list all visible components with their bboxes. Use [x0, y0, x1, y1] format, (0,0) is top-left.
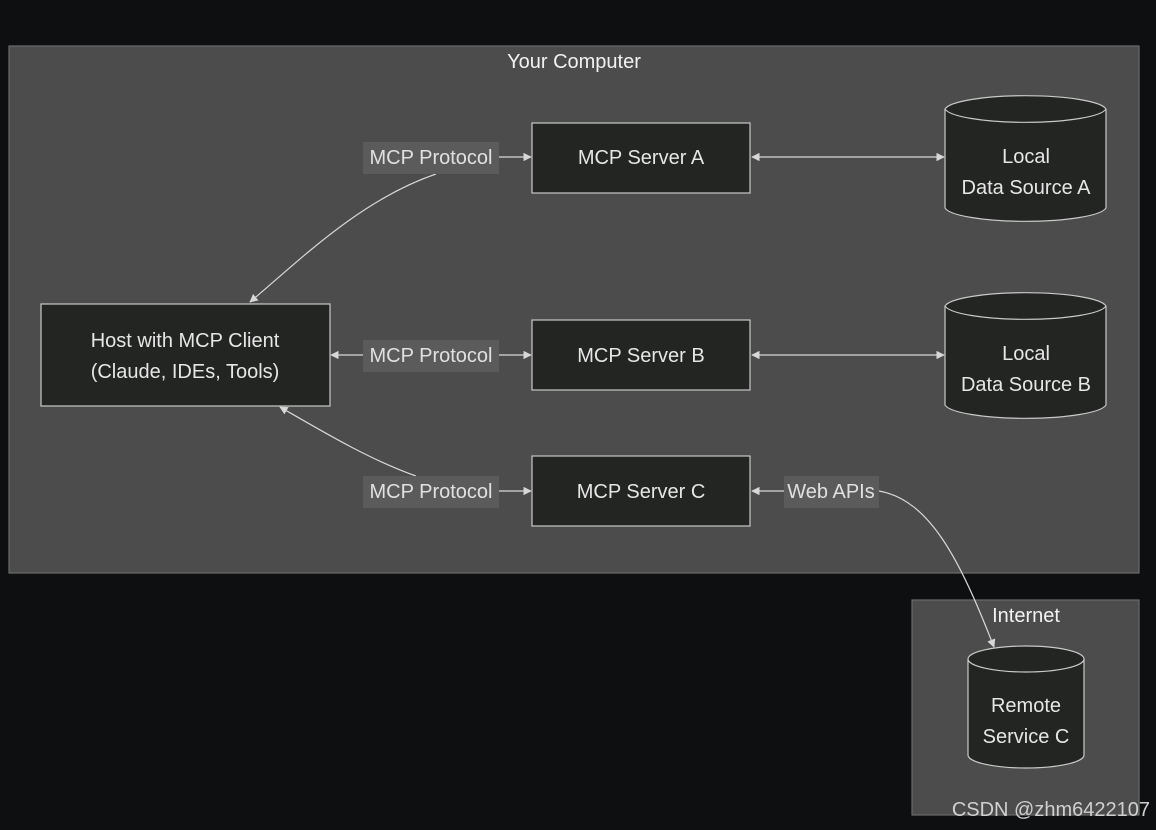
edge-label-protocol-a-text: MCP Protocol: [369, 147, 492, 169]
node-server-b-label: MCP Server B: [577, 345, 704, 367]
cylinder-rim-c: [967, 658, 1085, 673]
edge-label-protocol-b: MCP Protocol: [363, 340, 499, 372]
cylinder-shape-c: [967, 645, 1085, 769]
node-host-line-1: Host with MCP Client: [91, 330, 280, 352]
edge-label-protocol-a: MCP Protocol: [363, 142, 499, 174]
group-title-your-computer: Your Computer: [507, 51, 641, 73]
node-server-c: MCP Server C: [531, 455, 751, 527]
node-host: Host with MCP Client (Claude, IDEs, Tool…: [40, 303, 331, 407]
node-server-c-label: MCP Server C: [577, 481, 706, 503]
cylinder-rim-a: [944, 108, 1107, 123]
watermark: CSDN @zhm6422107: [952, 799, 1150, 821]
edge-label-protocol-c-text: MCP Protocol: [369, 481, 492, 503]
edge-label-protocol-c: MCP Protocol: [363, 476, 499, 508]
node-data-source-b: Local Data Source B: [944, 292, 1107, 419]
edges: [249, 152, 996, 648]
node-data-source-a: Local Data Source A: [944, 95, 1107, 222]
node-server-a: MCP Server A: [531, 122, 751, 194]
node-server-a-label: MCP Server A: [578, 147, 705, 169]
group-internet: Internet: [911, 599, 1140, 816]
node-remote-c-line-1: Remote: [991, 695, 1061, 717]
edge-host-server-c: [279, 406, 417, 477]
group-title-internet: Internet: [992, 605, 1060, 627]
edge-host-server-a: [249, 173, 437, 303]
edge-label-web-apis: Web APIs: [784, 476, 879, 508]
cylinder-shape-b: [944, 292, 1107, 419]
node-data-a-line-2: Data Source A: [962, 177, 1092, 199]
node-data-b-line-2: Data Source B: [961, 374, 1091, 396]
node-data-b-line-1: Local: [1002, 343, 1050, 365]
cylinder-rim-b: [944, 305, 1107, 320]
edge-web-apis-remote-c: [878, 490, 996, 648]
node-remote-c-line-2: Service C: [983, 726, 1070, 748]
node-server-b: MCP Server B: [531, 319, 751, 391]
node-data-a-line-1: Local: [1002, 146, 1050, 168]
cylinder-shape-a: [944, 95, 1107, 222]
node-remote-service-c: Remote Service C: [967, 645, 1085, 769]
edge-label-web-apis-text: Web APIs: [787, 481, 874, 503]
edge-label-protocol-b-text: MCP Protocol: [369, 345, 492, 367]
node-host-line-2: (Claude, IDEs, Tools): [91, 361, 280, 383]
